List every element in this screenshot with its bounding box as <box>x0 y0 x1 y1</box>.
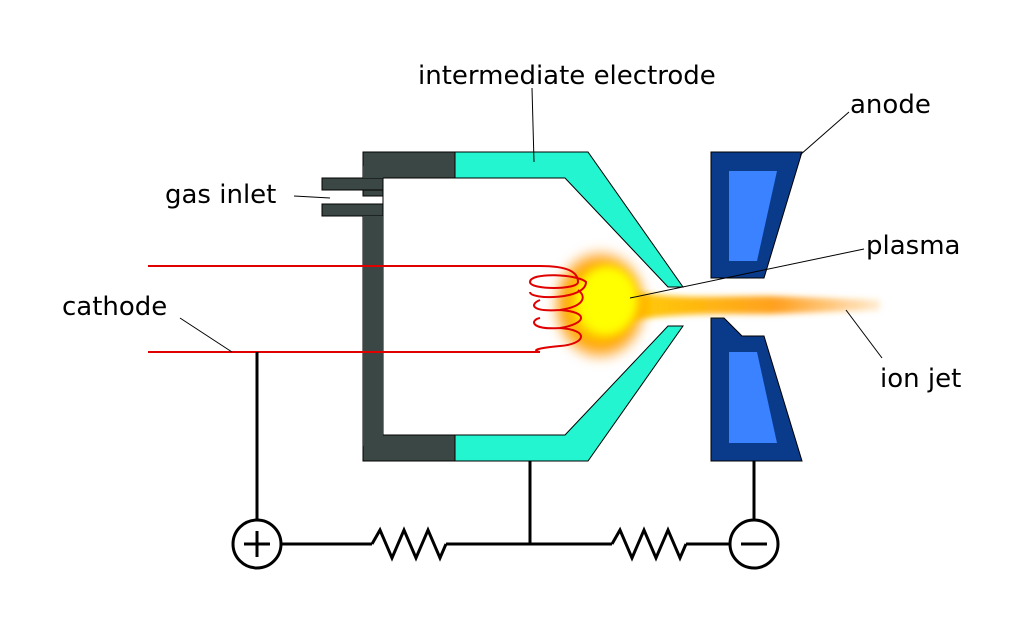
resistor-left <box>370 526 448 562</box>
housing <box>321 151 456 462</box>
leader-lines <box>179 87 883 359</box>
intermediate-electrode <box>454 151 684 462</box>
resistor-right <box>610 526 688 562</box>
label-ion-jet: ion jet <box>880 364 961 394</box>
gas-inlet-tubes <box>321 166 384 446</box>
label-intermediate-electrode: intermediate electrode <box>418 61 716 91</box>
cathode <box>148 265 588 353</box>
label-gas-inlet: gas inlet <box>165 180 276 210</box>
cathode-filament-coil <box>528 265 588 353</box>
label-cathode: cathode <box>62 292 167 322</box>
anode <box>710 151 803 462</box>
label-anode: anode <box>850 90 931 120</box>
ion-jet <box>620 290 880 322</box>
circuit <box>231 352 780 570</box>
plasma <box>550 247 650 363</box>
label-plasma: plasma <box>866 231 960 261</box>
